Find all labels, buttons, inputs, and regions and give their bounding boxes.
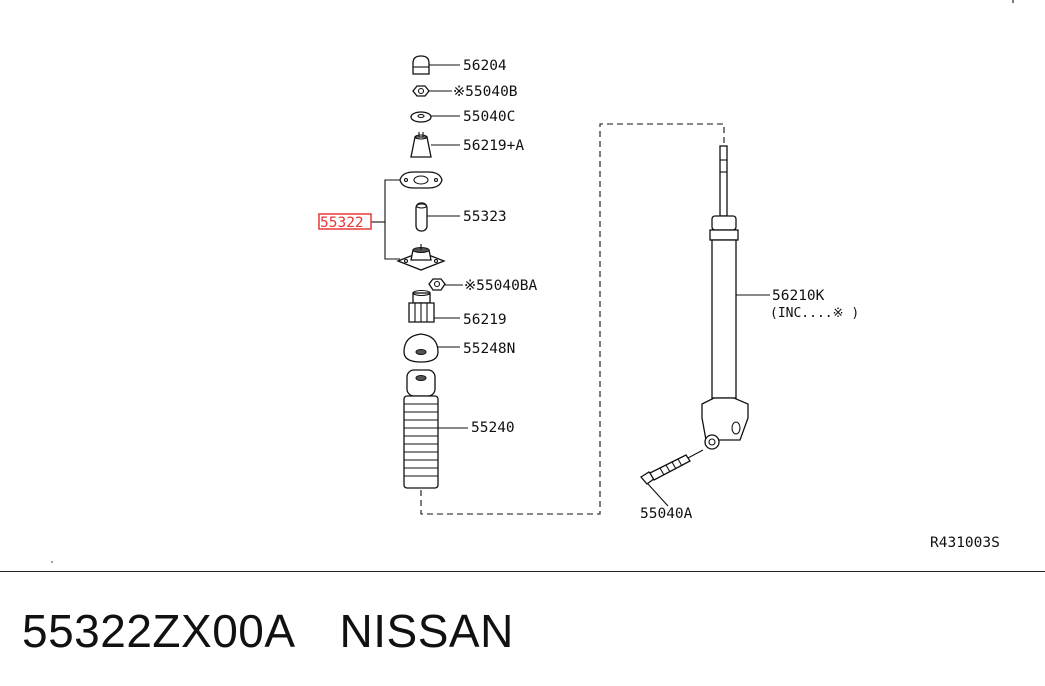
bracket-55322	[371, 179, 400, 260]
part-55323	[415, 202, 460, 232]
divider	[0, 571, 1045, 572]
label-55240: 55240	[471, 420, 515, 436]
part-56219A	[410, 132, 460, 158]
part-55040C	[410, 111, 460, 123]
label-56210K-note: (INC....※ )	[770, 306, 859, 321]
assembly-dashed-line	[420, 123, 725, 515]
part-55240	[403, 369, 468, 489]
part-mount-insulator	[396, 244, 446, 271]
diagram-reference: R431003S	[930, 535, 1000, 551]
label-56219A: 56219+A	[463, 138, 524, 154]
part-56204	[412, 55, 460, 75]
label-55040BA: ※55040BA	[464, 278, 538, 294]
parts-diagram: 56204 ※55040B 55040C 56219+A 55322	[51, 0, 1014, 563]
part-55040B	[412, 85, 452, 97]
part-number: 55322ZX00A	[22, 605, 296, 657]
part-gasket	[399, 171, 443, 189]
label-55323: 55323	[463, 209, 507, 225]
label-56219: 56219	[463, 312, 507, 328]
footer: 55322ZX00A NISSAN	[22, 596, 514, 666]
label-56204: 56204	[463, 58, 507, 74]
part-56210K	[701, 145, 770, 450]
label-55248N: 55248N	[463, 341, 515, 357]
label-56210K: 56210K	[772, 288, 825, 304]
part-55248N	[403, 333, 460, 363]
label-55322: 55322	[320, 215, 364, 231]
part-55040BA	[428, 278, 463, 291]
part-55040A	[640, 449, 704, 507]
label-55040B: ※55040B	[453, 84, 518, 100]
label-55040A: 55040A	[640, 506, 693, 522]
label-55040C: 55040C	[463, 109, 515, 125]
part-56219	[408, 289, 460, 323]
highlight-box	[318, 213, 372, 230]
brand-name: NISSAN	[339, 605, 514, 657]
